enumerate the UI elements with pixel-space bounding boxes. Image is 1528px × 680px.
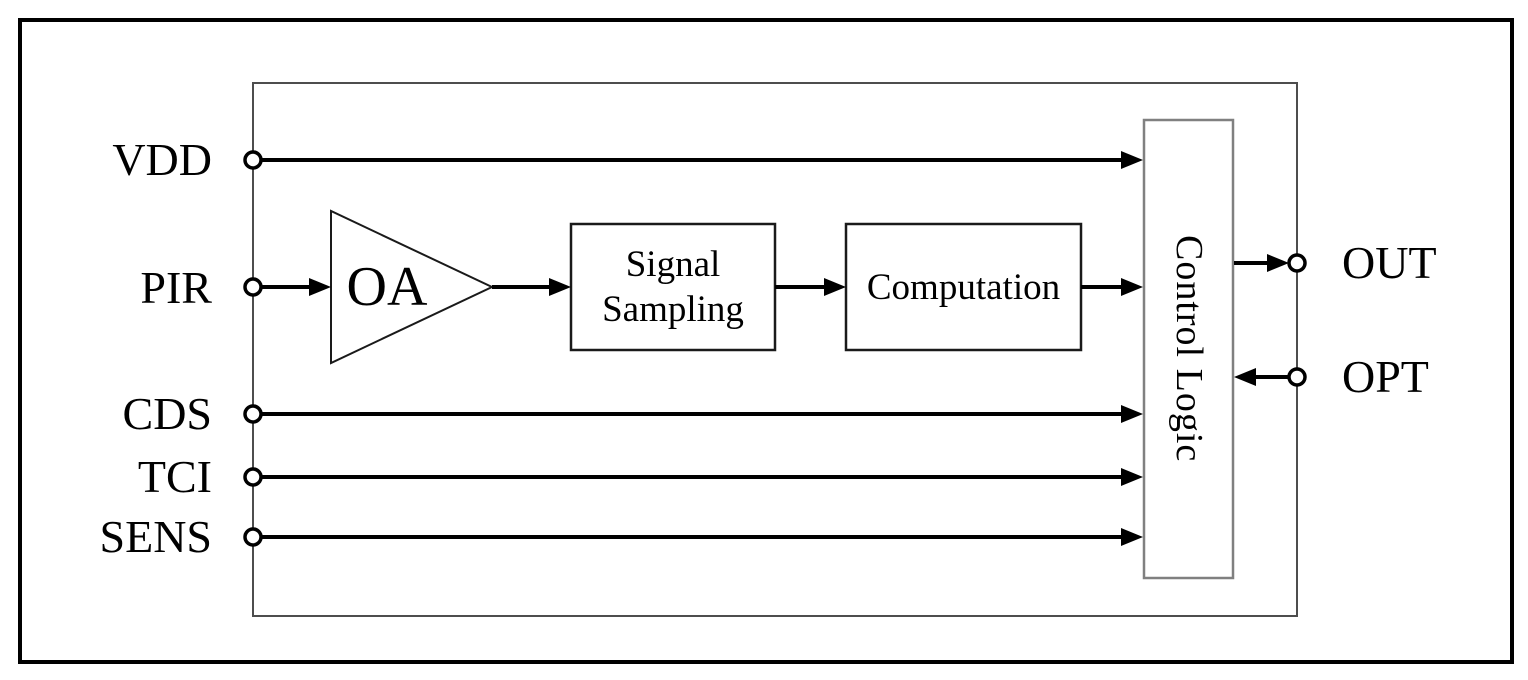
opt-pin-icon [1287, 367, 1307, 387]
opamp-label: OA [346, 256, 428, 318]
signal-sampling-label: Signal Sampling [571, 224, 775, 350]
port-label-pir: PIR [140, 262, 212, 313]
signal-sampling-label-line1: Signal [625, 244, 721, 285]
computation-box [844, 222, 1083, 352]
opt-arrowhead-icon [1234, 368, 1256, 386]
vdd-pin-icon [243, 150, 263, 170]
port-label-out: OUT [1342, 237, 1437, 288]
tci-arrowhead-icon [1121, 468, 1143, 486]
figure-border [18, 18, 1514, 664]
computation-output-arrowhead-icon [1121, 278, 1143, 296]
chip-boundary [252, 82, 1298, 617]
vdd-arrowhead-icon [1121, 151, 1143, 169]
out-pin-icon [1287, 253, 1307, 273]
pir-arrowhead-icon [309, 278, 331, 296]
control-logic-box [1142, 118, 1235, 580]
pir-pin-icon [243, 277, 263, 297]
port-label-vdd: VDD [112, 134, 212, 185]
out-arrowhead-icon [1267, 254, 1289, 272]
sens-pin-icon [243, 527, 263, 547]
signal-sampling-label-line2: Sampling [602, 289, 744, 330]
port-label-cds: CDS [122, 388, 212, 439]
tci-pin-icon [243, 467, 263, 487]
port-label-tci: TCI [137, 451, 212, 502]
sampling-output-arrowhead-icon [824, 278, 846, 296]
cds-arrowhead-icon [1121, 405, 1143, 423]
cds-pin-icon [243, 404, 263, 424]
control-logic-label: Control Logic [1168, 235, 1210, 463]
oa-output-arrowhead-icon [549, 278, 571, 296]
sens-arrowhead-icon [1121, 528, 1143, 546]
port-label-opt: OPT [1342, 351, 1429, 402]
computation-label: Computation [866, 266, 1061, 308]
port-label-sens: SENS [99, 511, 212, 562]
